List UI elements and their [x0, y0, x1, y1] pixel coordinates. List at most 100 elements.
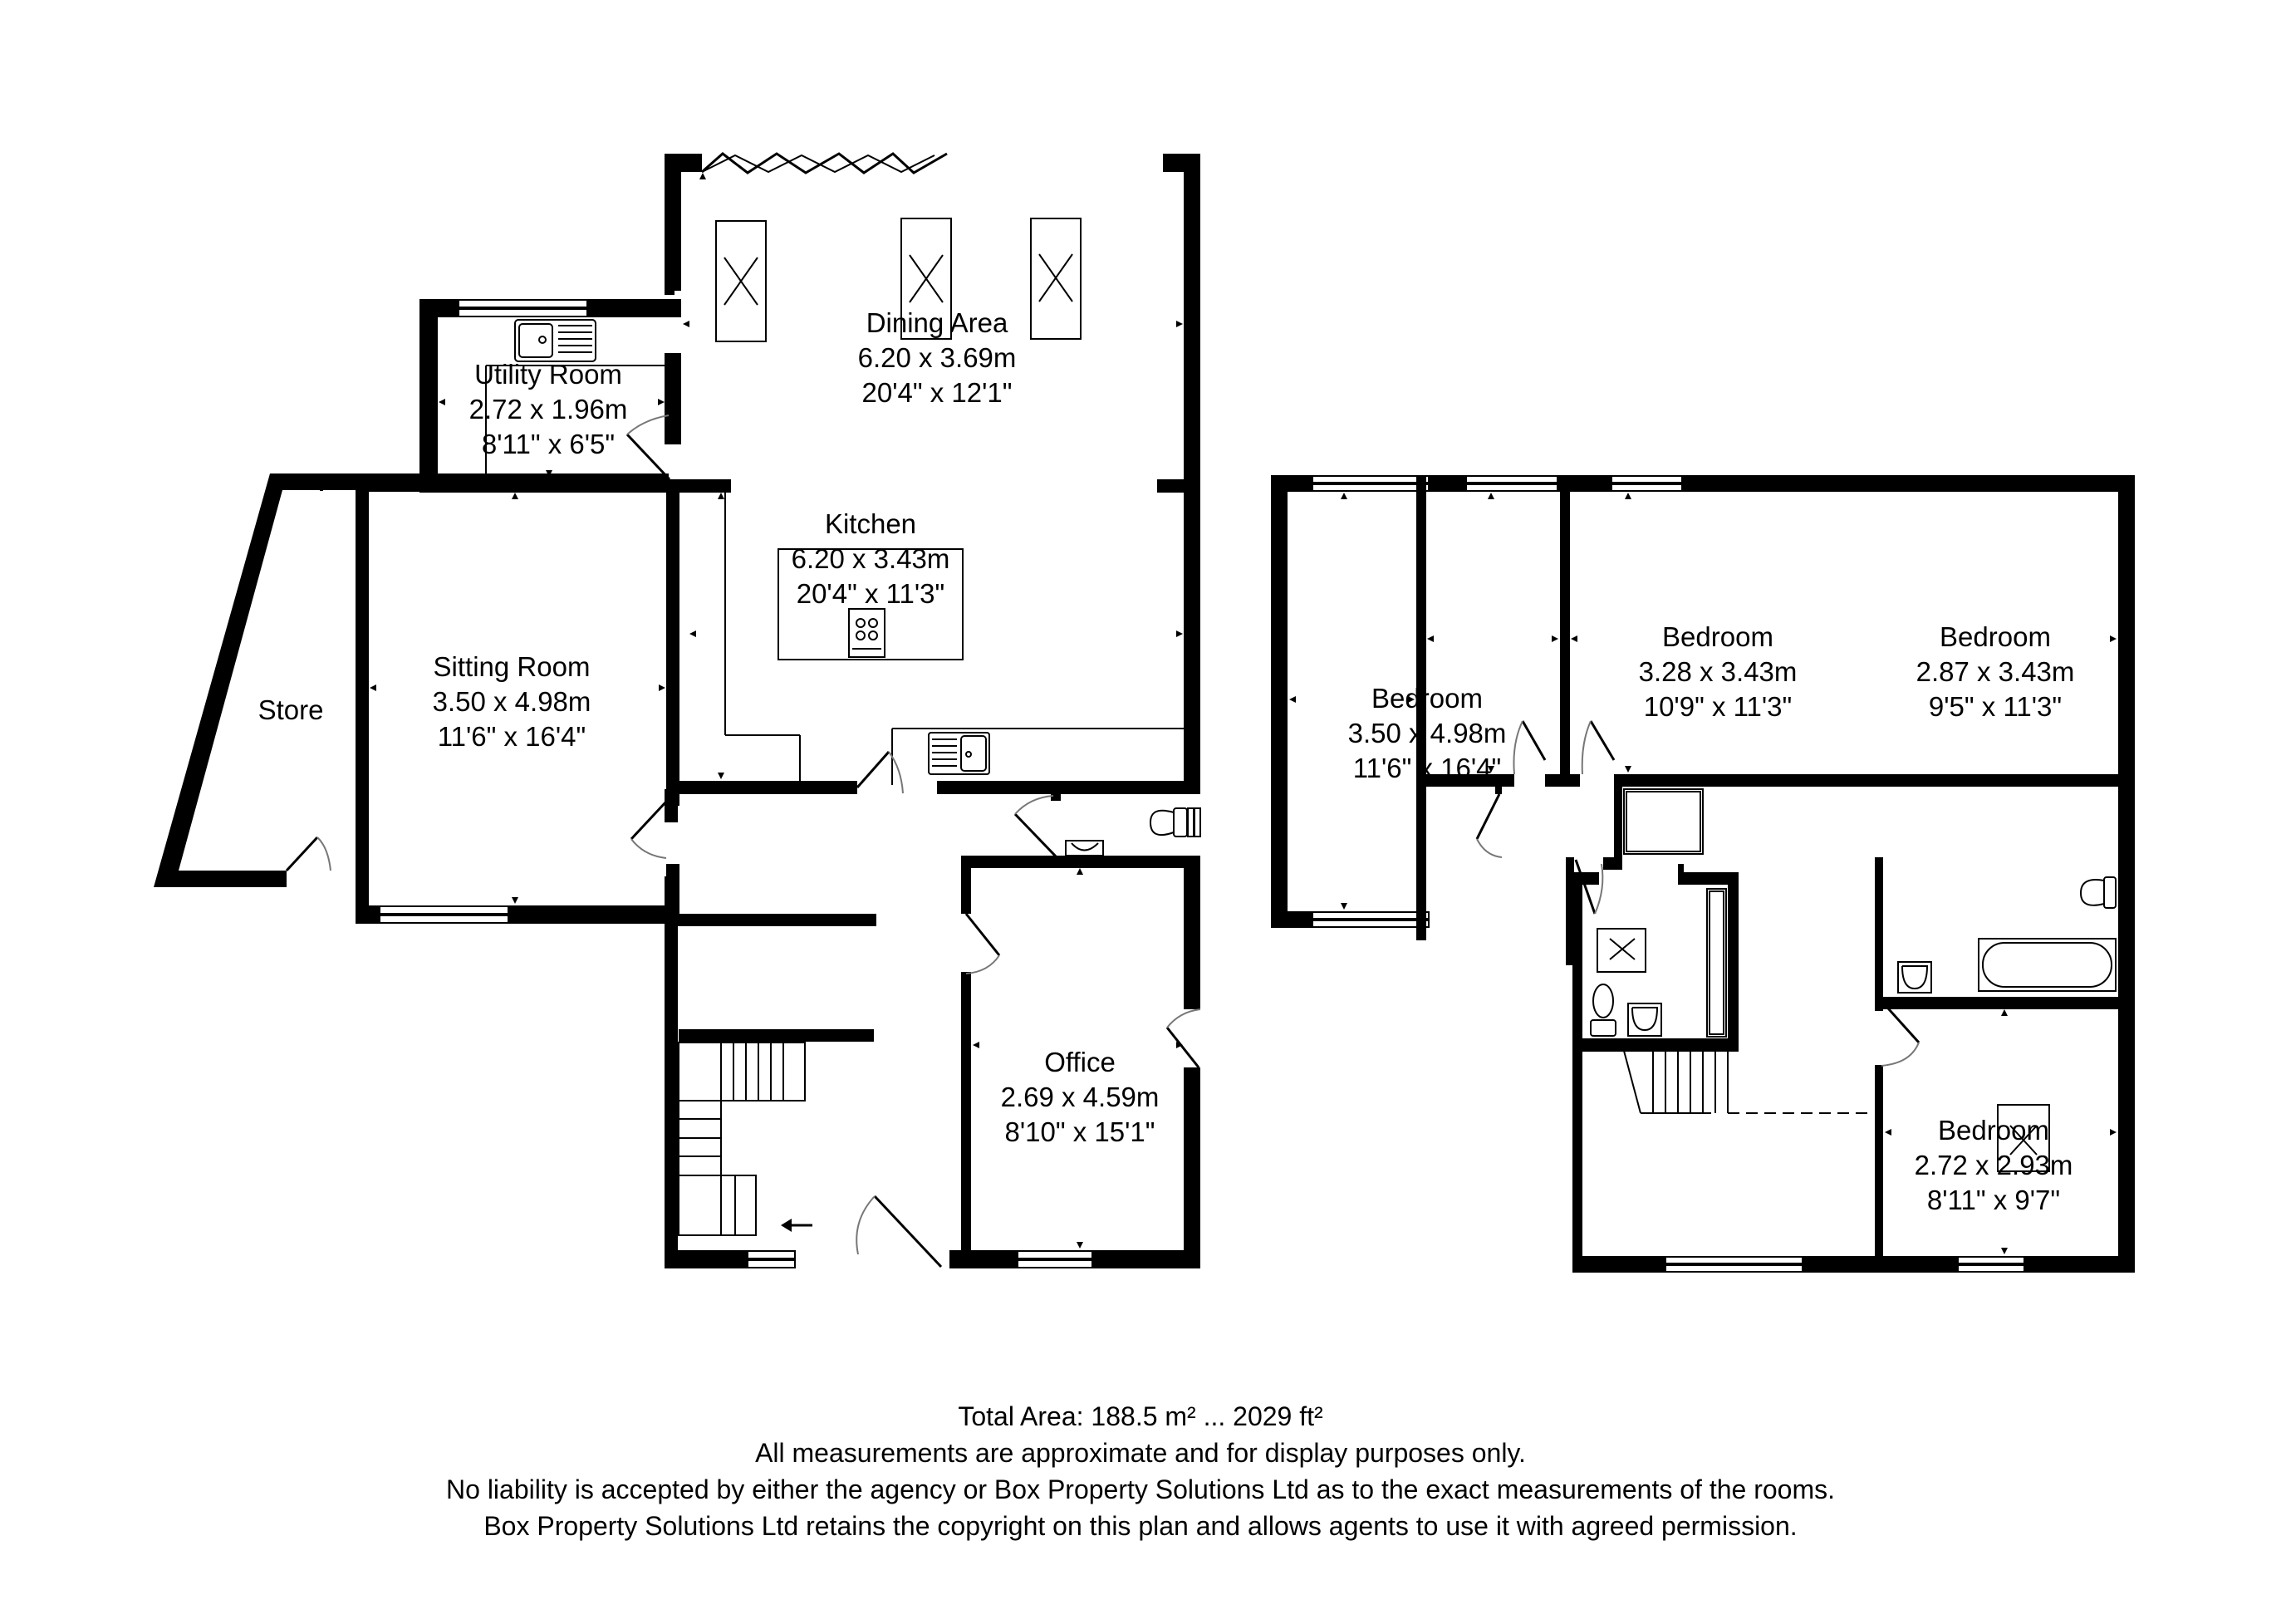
bathtub-icon [1978, 938, 2117, 992]
footer: Total Area: 188.5 m² ... 2029 ft² All me… [0, 1398, 2281, 1544]
wall [666, 490, 679, 806]
wall [1184, 868, 1200, 1009]
dimension-markers [1289, 493, 2117, 1254]
room-metric: 3.50 x 4.98m [433, 686, 591, 717]
window [1465, 483, 1558, 492]
window [1312, 483, 1430, 492]
wall [1875, 1065, 1883, 1273]
wall [1495, 786, 1502, 794]
window [1312, 475, 1430, 483]
room-metric: 3.50 x 4.98m [1348, 718, 1507, 748]
wall [937, 781, 1200, 794]
wall [1572, 1256, 2135, 1273]
wall [1614, 774, 1622, 870]
wall [1875, 857, 1883, 1011]
window [1312, 920, 1430, 928]
wall [419, 299, 438, 490]
wall [1572, 872, 1582, 1271]
wall [961, 856, 971, 914]
wall [1051, 794, 1061, 801]
wall [1184, 1067, 1200, 1267]
washbasin-icon [1065, 840, 1104, 856]
wall [154, 473, 365, 887]
window [1665, 1264, 1803, 1273]
staircase [1623, 1050, 1729, 1114]
washbasin-icon [1897, 961, 1932, 994]
window [1611, 483, 1683, 492]
wall [1574, 1038, 1739, 1052]
skylight-icon [1597, 928, 1646, 973]
wall [1184, 154, 1200, 793]
room-name: Bedroom [1938, 1115, 2049, 1146]
room-imperial: 9'5" x 11'3" [1929, 691, 2062, 722]
window [458, 308, 588, 317]
wall [665, 154, 702, 172]
skylight-icon [900, 218, 952, 340]
window [1312, 911, 1430, 920]
kitchen-island [778, 548, 964, 660]
toilet-icon [1149, 807, 1188, 837]
room-imperial: 10'9" x 11'3" [1644, 691, 1793, 722]
wall [669, 781, 857, 794]
wall [961, 972, 971, 1267]
room-imperial: 8'11" x 9'7" [1927, 1185, 2060, 1215]
window [1665, 1256, 1803, 1264]
room-label-store: Store [258, 694, 324, 725]
room-metric: 6.20 x 3.43m [792, 543, 950, 574]
window [379, 905, 509, 915]
window [747, 1250, 796, 1259]
wall [665, 154, 681, 291]
wall [1545, 774, 1580, 787]
disclaimer-line-2: No liability is accepted by either the a… [446, 1474, 1835, 1504]
bifold-door [701, 154, 935, 174]
total-area: Total Area: 188.5 m² ... 2029 ft² [958, 1401, 1323, 1431]
wall [1603, 857, 1622, 870]
room-name: Store [258, 694, 324, 725]
wall [1271, 475, 1288, 928]
room-imperial: 8'11" x 6'5" [482, 429, 615, 459]
room-metric: 2.87 x 3.43m [1916, 656, 2075, 687]
bifold-door [701, 152, 948, 174]
room-name: Bedroom [1662, 621, 1773, 652]
wall [961, 856, 1200, 868]
wall [1678, 864, 1684, 872]
room-label-kitchen: Kitchen 6.20 x 3.43m 20'4" x 11'3" [792, 508, 950, 609]
room-name: Sitting Room [434, 651, 591, 682]
wall [356, 473, 369, 922]
staircase [678, 1042, 806, 1236]
window [1194, 807, 1201, 837]
window [1465, 475, 1558, 483]
wall [1416, 774, 1514, 787]
shower-tray-icon [1623, 788, 1704, 855]
wall [855, 781, 856, 782]
window [1017, 1250, 1093, 1259]
wall [665, 1250, 748, 1268]
room-imperial: 20'4" x 12'1" [862, 377, 1013, 408]
room-label-bedroom-4: Bedroom 2.72 x 2.93m 8'11" x 9'7" [1915, 1115, 2073, 1215]
wall [320, 490, 323, 491]
window [1611, 475, 1683, 483]
wall [679, 1029, 874, 1042]
dimension-markers [370, 173, 1183, 1249]
room-metric: 2.72 x 1.96m [469, 394, 628, 424]
wall [1560, 475, 1570, 784]
washbasin-icon [1627, 1003, 1662, 1037]
wall [665, 353, 681, 444]
skylight-icon [1030, 218, 1082, 340]
room-name: Office [1044, 1047, 1116, 1077]
wall [665, 789, 678, 822]
room-label-utility-room: Utility Room 2.72 x 1.96m 8'11" x 6'5" [469, 359, 628, 459]
first-floor [1271, 475, 2135, 1273]
disclaimer-line-3: Box Property Solutions Ltd retains the c… [483, 1511, 1798, 1541]
window [1017, 1259, 1093, 1268]
window [458, 299, 588, 308]
hob-icon [848, 608, 885, 658]
wall [357, 473, 669, 492]
window [747, 1259, 796, 1268]
window [1957, 1256, 2025, 1264]
room-imperial: 11'6" x 16'4" [438, 721, 586, 752]
window [379, 915, 509, 924]
wall [665, 291, 674, 295]
room-name: Dining Area [866, 307, 1008, 338]
room-name: Bedroom [1940, 621, 2051, 652]
